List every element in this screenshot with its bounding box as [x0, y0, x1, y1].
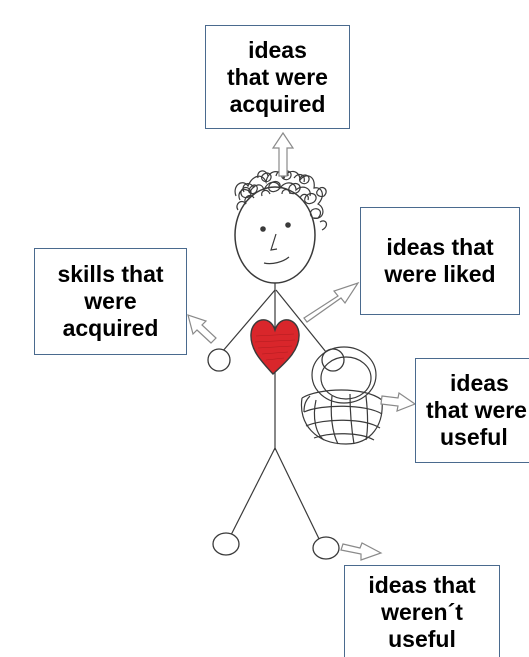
basket-icon — [300, 346, 383, 445]
box-ideas-acquired: ideas that were acquired — [205, 25, 350, 129]
box-line: weren´t — [381, 599, 463, 625]
box-ideas-liked: ideas that were liked — [360, 207, 520, 315]
left-foot-icon — [212, 532, 240, 556]
box-line: ideas that — [386, 234, 494, 260]
box-line: ideas that — [368, 572, 476, 598]
box-line: useful — [388, 626, 456, 652]
heart-scribble — [254, 333, 296, 361]
box-line: acquired — [229, 90, 326, 117]
box-line: were liked — [384, 261, 496, 287]
box-line: acquired — [62, 315, 159, 341]
box-skills-acquired: skills that were acquired — [34, 248, 187, 355]
box-line: that were — [227, 63, 328, 90]
box-line: skills that — [57, 261, 164, 287]
box-ideas-useful: ideas that were useful — [415, 358, 529, 463]
head-icon — [234, 186, 316, 284]
left-hand-icon — [207, 348, 231, 372]
box-line: ideas — [450, 370, 509, 396]
box-line: ideas — [248, 36, 307, 63]
box-line: useful — [440, 424, 508, 450]
box-ideas-not-useful: ideas that weren´t useful — [344, 565, 500, 657]
right-foot-icon — [312, 536, 340, 560]
box-line: were — [84, 288, 137, 314]
body-icon — [221, 283, 327, 546]
face-icon — [260, 222, 291, 265]
arrow-icon — [187, 131, 417, 561]
box-line: that were — [426, 397, 527, 423]
